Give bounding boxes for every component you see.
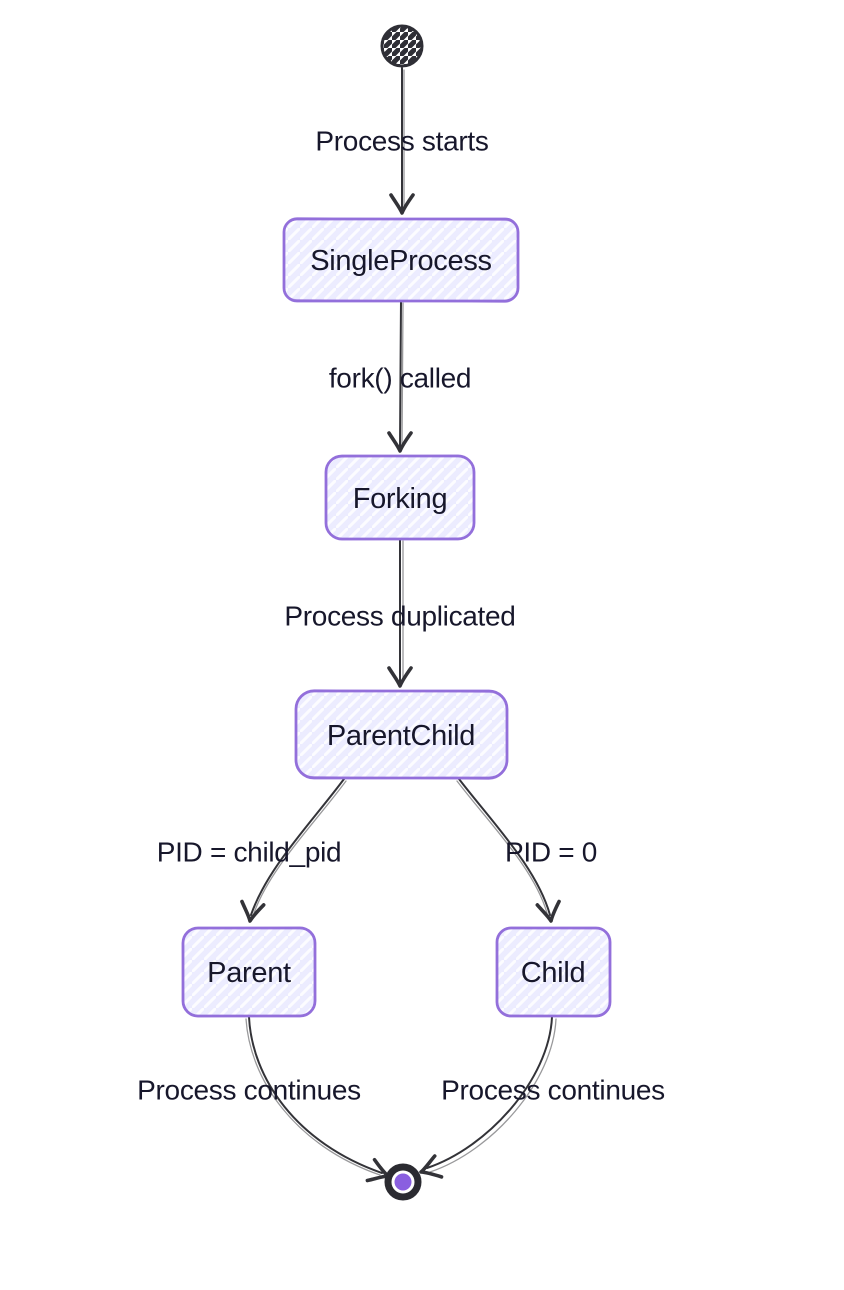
node-parent: Parent: [181, 926, 317, 1018]
edge-singleprocess-to-forking: [387, 300, 413, 453]
edge-label-process-starts: Process starts: [315, 126, 488, 157]
node-parentchild: ParentChild: [294, 689, 509, 780]
node-forking-label: Forking: [353, 483, 448, 515]
node-child: Child: [495, 926, 612, 1018]
edge-label-fork-called: fork() called: [329, 363, 471, 394]
node-child-label: Child: [521, 957, 586, 989]
edge-start-to-singleprocess: [389, 67, 415, 215]
end-state-node: [384, 1163, 422, 1201]
edge-label-process-continues-left: Process continues: [137, 1075, 361, 1106]
node-forking: Forking: [324, 454, 476, 541]
edge-label-process-continues-right: Process continues: [441, 1075, 665, 1106]
end-state-inner-dot: [394, 1173, 412, 1191]
edge-label-pid-child-pid: PID = child_pid: [157, 837, 342, 868]
edge-parentchild-to-parent: [237, 778, 347, 925]
node-singleprocess-label: SingleProcess: [310, 245, 491, 277]
edge-parentchild-to-child: [456, 778, 564, 925]
node-singleprocess: SingleProcess: [282, 217, 520, 303]
node-parent-label: Parent: [207, 957, 291, 989]
edge-label-process-duplicated: Process duplicated: [284, 601, 515, 632]
start-state-node: [380, 24, 424, 68]
edge-forking-to-parentchild: [387, 538, 413, 688]
edge-child-to-end: [415, 1016, 557, 1185]
start-state-icon: [380, 24, 424, 68]
edge-parent-to-end: [245, 1016, 394, 1189]
edge-label-pid-0: PID = 0: [505, 837, 597, 868]
node-parentchild-label: ParentChild: [327, 720, 475, 752]
